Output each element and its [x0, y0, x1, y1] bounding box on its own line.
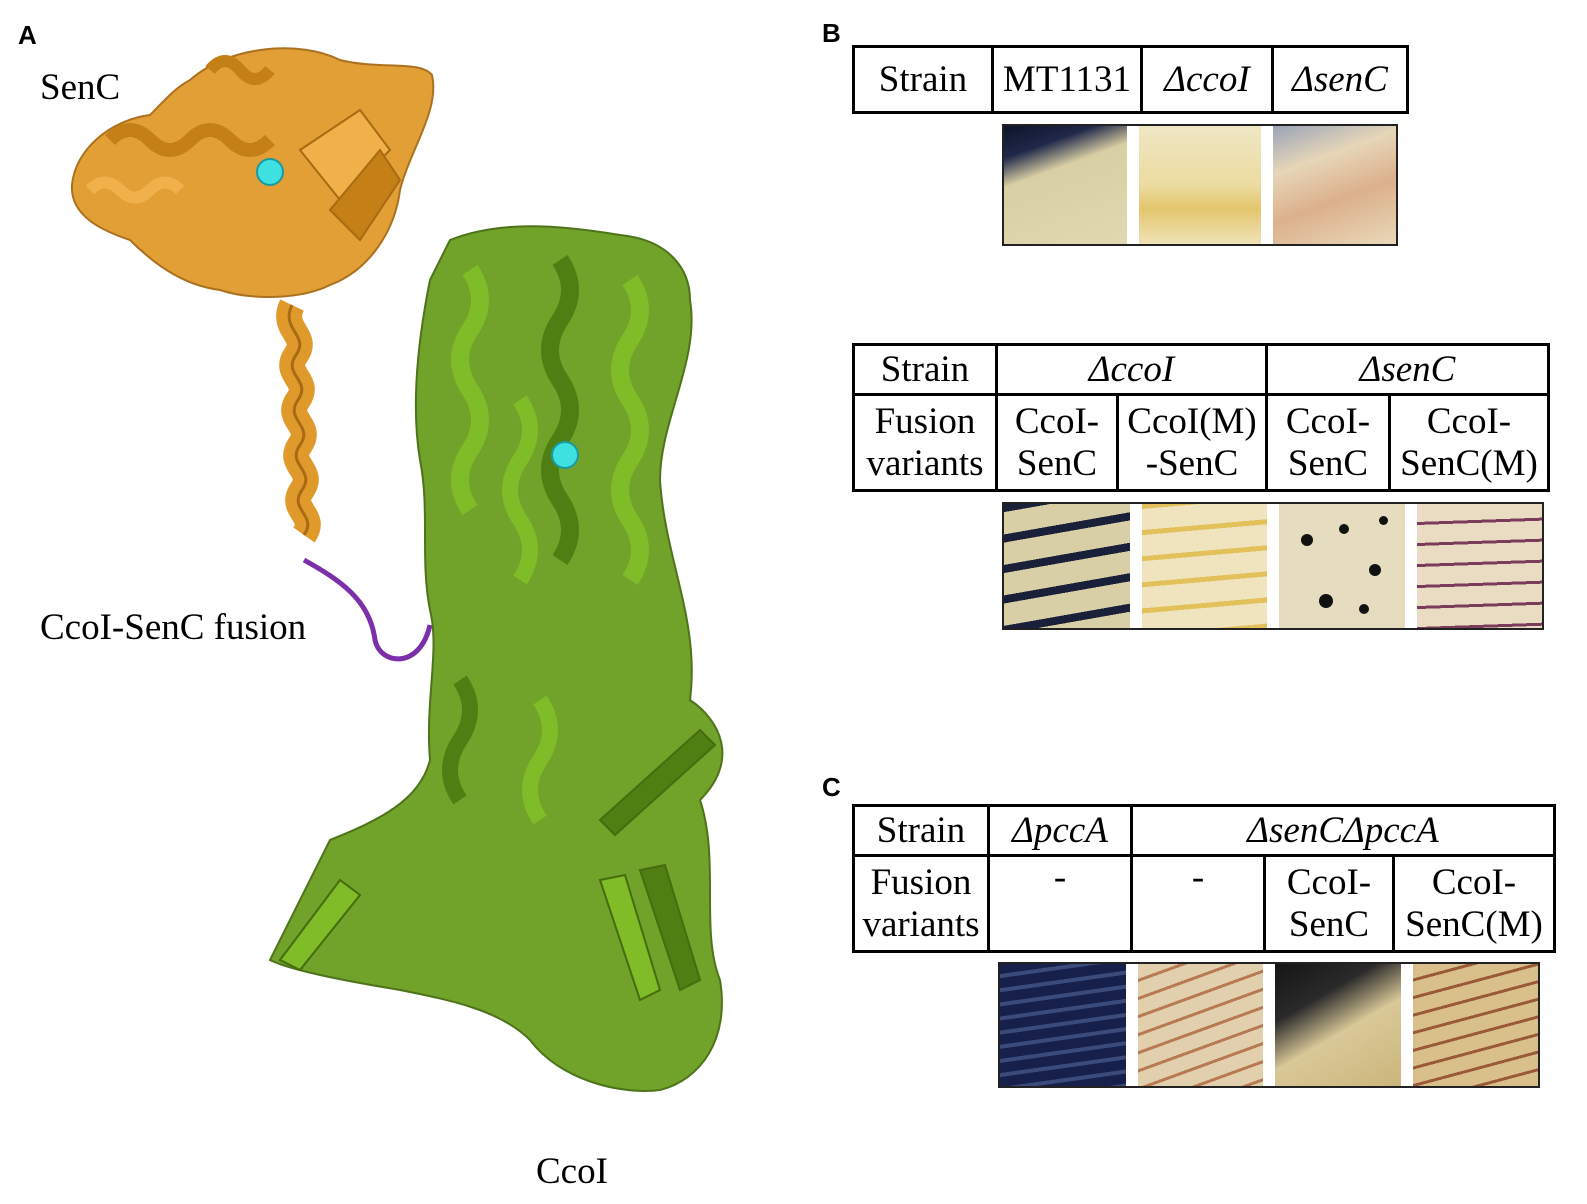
- plate-image: [1137, 964, 1263, 1086]
- strain-cell: ΔccoI: [1140, 45, 1274, 114]
- variant-cell: -: [987, 854, 1133, 953]
- protein-structure-figure: [70, 47, 724, 1092]
- plate-image: [1412, 964, 1538, 1086]
- plate-image: [1138, 126, 1262, 244]
- plate-image: [1273, 126, 1397, 244]
- strain-group-cell: ΔsenCΔpccA: [1130, 804, 1556, 857]
- fusion-linker: [302, 557, 433, 662]
- plate-image: [1416, 504, 1542, 628]
- panel-b-strain-table: Strain MT1131 ΔccoI ΔsenC: [852, 45, 1409, 114]
- variant-cell: -: [1130, 854, 1266, 953]
- variant-cell: CcoI-SenC(M): [1392, 854, 1556, 953]
- strain-cell: MT1131: [991, 45, 1143, 114]
- variant-cell: CcoI-SenC: [1265, 393, 1391, 492]
- variant-cell: CcoI(M)-SenC: [1116, 393, 1268, 492]
- strain-header: Strain: [852, 45, 994, 114]
- plate-image: [1275, 964, 1401, 1086]
- plate-image: [1279, 504, 1405, 628]
- variant-cell: CcoI-SenC: [1263, 854, 1395, 953]
- variant-cell: CcoI-SenC(M): [1388, 393, 1550, 492]
- ccoi-label: CcoI: [536, 1151, 608, 1192]
- strain-header: Strain: [852, 804, 990, 857]
- variant-cell: CcoI-SenC: [995, 393, 1119, 492]
- panel-label-c: C: [822, 772, 841, 802]
- plate-image: [1004, 126, 1127, 244]
- panel-b-top-plates: [1002, 124, 1398, 246]
- plate-image: [1000, 964, 1126, 1086]
- panel-label-a: A: [18, 20, 37, 50]
- senc-domain: [70, 47, 435, 543]
- plate-image: [1004, 504, 1130, 628]
- plate-image: [1141, 504, 1267, 628]
- panel-b-bottom-plates: [1002, 502, 1544, 630]
- strain-group-cell: ΔsenC: [1265, 343, 1550, 396]
- senc-copper-site: [256, 158, 284, 186]
- strain-header: Strain: [852, 343, 998, 396]
- ccoi-copper-site: [551, 441, 579, 469]
- panel-c-plates: [998, 962, 1540, 1088]
- ccoi-domain: [268, 225, 724, 1092]
- panel-label-b: B: [822, 18, 841, 48]
- strain-group-cell: ΔccoI: [995, 343, 1268, 396]
- fusion-label: CcoI-SenC fusion: [40, 607, 307, 648]
- strain-cell: ΔsenC: [1271, 45, 1409, 114]
- senc-label: SenC: [40, 67, 121, 108]
- strain-group-cell: ΔpccA: [987, 804, 1133, 857]
